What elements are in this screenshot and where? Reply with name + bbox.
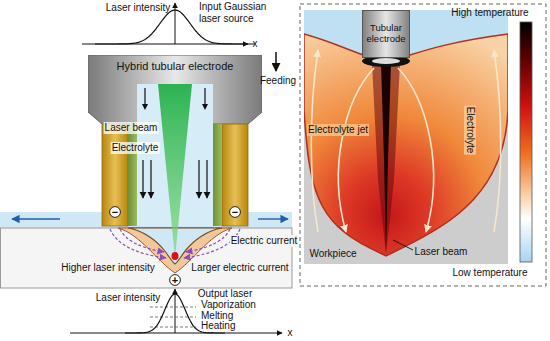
- flow-arrow: [150, 160, 151, 198]
- curve-label: Output laser: [197, 288, 253, 300]
- beam-halo: [372, 63, 400, 254]
- arrow-head: [142, 104, 148, 110]
- flow-arrows: [143, 160, 207, 198]
- note-label: Larger electric current: [190, 262, 289, 274]
- current-line: [186, 229, 230, 252]
- note-label: Higher laser intensity: [60, 262, 155, 274]
- tubular-electrode: Tubular electrode: [362, 10, 410, 58]
- scale-label: Low temperature: [451, 267, 528, 279]
- zoom-panel: [300, 4, 546, 286]
- threshold-label: Vaporization: [200, 299, 257, 311]
- nozzle-bore: [372, 58, 400, 64]
- node-text: −: [112, 206, 118, 218]
- source-label: Input Gaussian laser source: [198, 1, 286, 25]
- axis-label: Laser intensity: [95, 292, 161, 304]
- insulating-layer: [128, 124, 137, 226]
- feed-arrow: [275, 52, 277, 71]
- current-line: [120, 229, 164, 252]
- flow-arrow: [204, 88, 205, 105]
- y-axis: [175, 3, 176, 44]
- leader-line: [393, 240, 413, 250]
- x-axis: [70, 333, 282, 334]
- charge-circle: [230, 207, 241, 218]
- part-label: Electrolyte: [464, 106, 476, 155]
- flow-arrow: [144, 88, 145, 105]
- axis-label: Laser intensity: [105, 2, 171, 14]
- part-label: Workpiece: [308, 248, 357, 260]
- y-axis: [175, 289, 176, 333]
- electrode-body: [363, 11, 410, 58]
- motion-label: Feeding: [259, 75, 297, 87]
- charge-circle: [110, 207, 121, 218]
- current-lines: [110, 229, 240, 258]
- flow-line: [494, 50, 501, 232]
- part-label: Electrolyte jet: [307, 124, 369, 136]
- part-label: Electrolyte: [111, 142, 160, 154]
- part-label: Laser beam: [414, 246, 469, 258]
- node-text: +: [172, 274, 178, 286]
- temperature-field: [304, 10, 508, 264]
- workpiece-region: [304, 10, 508, 264]
- outflow-arrow: [12, 218, 60, 219]
- insulating-layer: [213, 124, 222, 226]
- axis-label: x: [287, 327, 294, 339]
- melt-drop: [172, 252, 179, 260]
- node-text: −: [232, 206, 238, 218]
- flow-line: [338, 68, 374, 232]
- arrow-head: [202, 104, 208, 110]
- heated-zone: [304, 34, 508, 256]
- laser-beam: [158, 84, 192, 124]
- hybrid-electrode: Hybrid tubular electrode: [88, 55, 262, 124]
- current-label: Electric current: [230, 235, 299, 247]
- laser-beam: [158, 84, 192, 258]
- jet-flow: [311, 50, 501, 232]
- outflow-arrow: [258, 218, 288, 219]
- part-label: Laser beam: [104, 122, 159, 134]
- charge-circle: [170, 275, 181, 286]
- scale-label: High temperature: [450, 7, 529, 19]
- electrode-wall: [222, 124, 248, 226]
- threshold-line: [150, 327, 196, 328]
- color-bar: [520, 22, 532, 262]
- axis-label: x: [252, 38, 259, 50]
- threshold-lines: [150, 307, 196, 327]
- beam-core: [381, 63, 391, 252]
- flow-line: [311, 50, 318, 232]
- node-text: Tubular electrode: [362, 23, 410, 45]
- cathode-sign: −: [229, 206, 241, 218]
- flow-arrow: [198, 160, 199, 198]
- threshold-label: Heating: [200, 320, 236, 332]
- electrode-wall: [102, 124, 128, 226]
- flow-arrow: [206, 160, 207, 198]
- anode-sign: +: [169, 274, 181, 286]
- flow-arrow: [142, 160, 143, 198]
- threshold-line: [150, 307, 196, 308]
- current-line: [110, 229, 166, 258]
- node-text: Hybrid tubular electrode: [117, 60, 234, 73]
- flow-line: [398, 68, 434, 232]
- cathode-sign: −: [109, 206, 121, 218]
